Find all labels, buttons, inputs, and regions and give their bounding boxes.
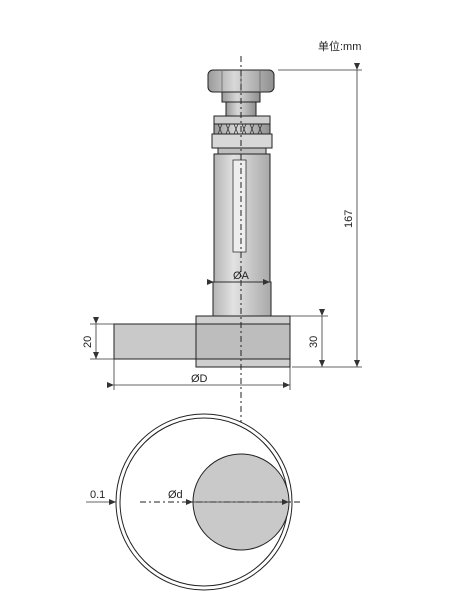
shank: [212, 153, 272, 317]
dimension-label-base-diameter: ØD: [191, 373, 208, 385]
dimension-base-height: 20: [82, 317, 114, 360]
units-note: 单位:mm: [318, 39, 361, 53]
dimension-collar-height: 30: [290, 309, 328, 367]
dimension-shank-diameter: ØA: [207, 270, 270, 285]
dimension-contact-diameter: Ød: [168, 489, 289, 505]
dimension-label-collar-height: 30: [308, 336, 320, 348]
dimension-base-diameter: ØD: [107, 359, 291, 390]
dimension-label-base-height: 20: [82, 336, 94, 348]
side-view: [113, 56, 291, 545]
dimension-label-shank-diameter: ØA: [233, 270, 250, 282]
dimension-label-contact-diameter: Ød: [168, 489, 183, 501]
dimension-overall-height: 167: [278, 63, 362, 368]
dimension-label-overall-height: 167: [343, 210, 355, 228]
knurled-ring: [211, 115, 273, 155]
dimension-flatness: 0.1: [86, 489, 116, 505]
dimension-label-flatness: 0.1: [90, 489, 105, 501]
base: [113, 315, 291, 368]
